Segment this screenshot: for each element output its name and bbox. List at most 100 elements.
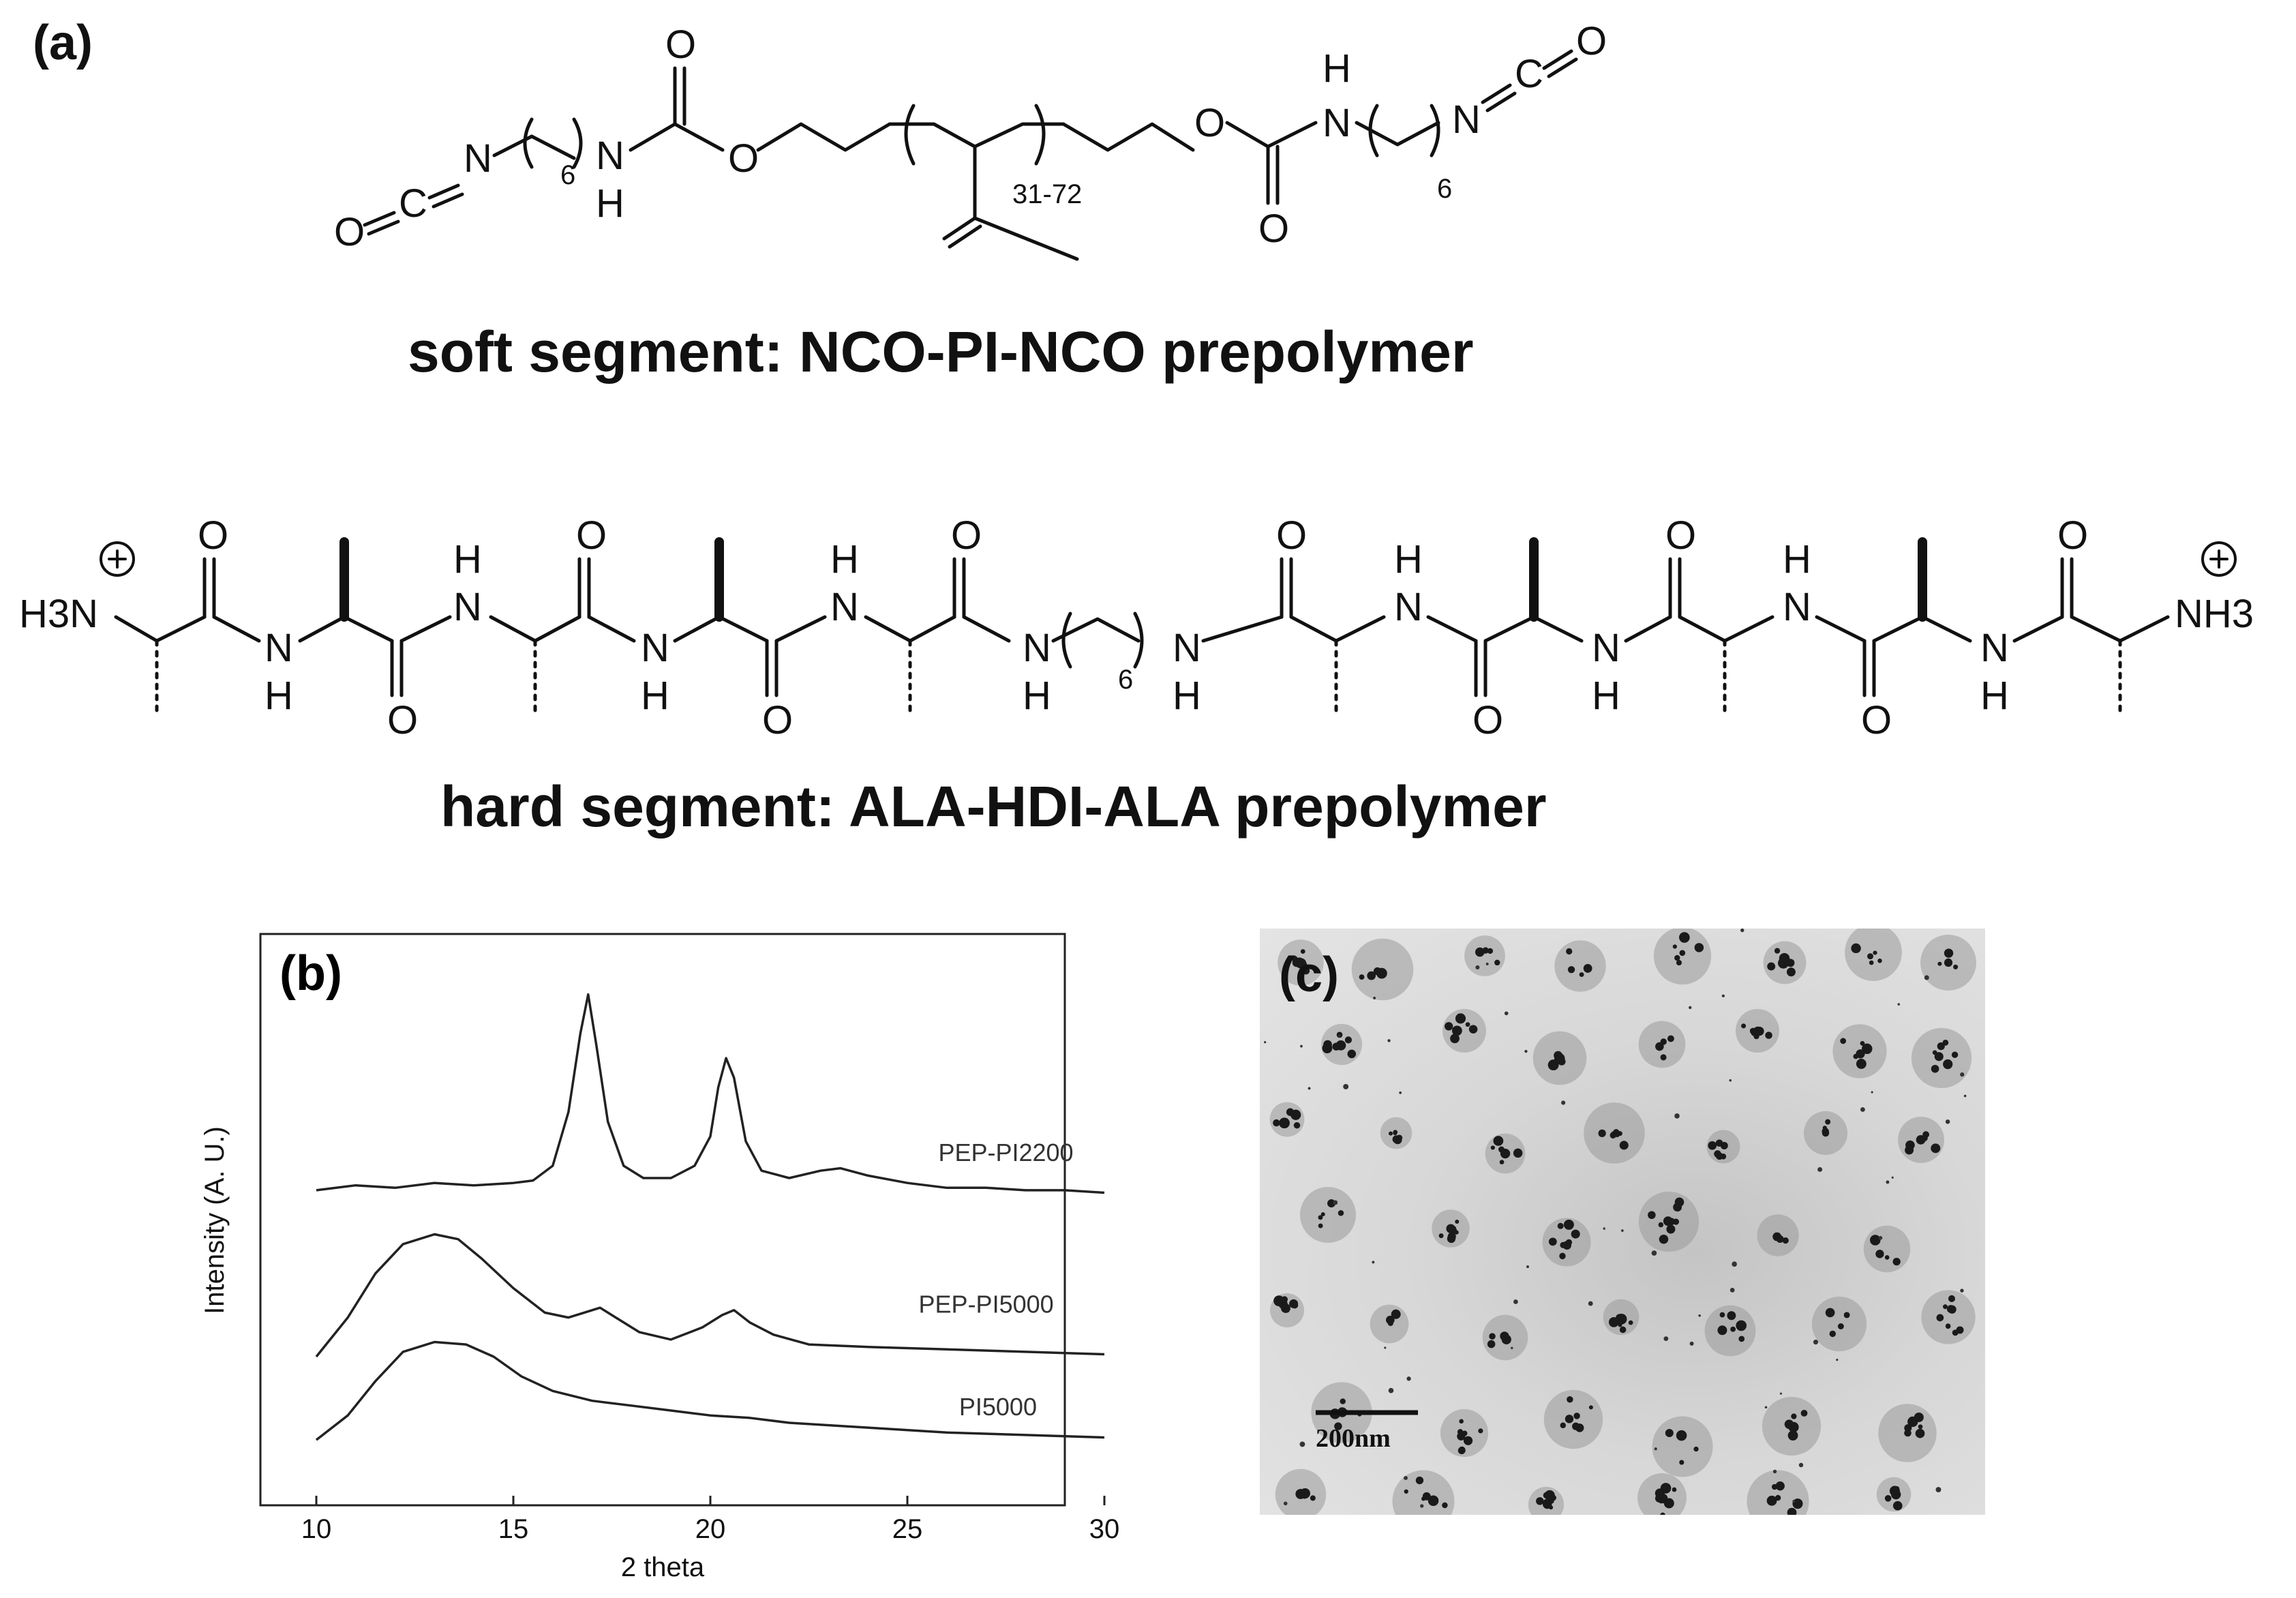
micelle-core-dot — [1951, 1051, 1959, 1058]
micelle-core-dot — [1717, 1325, 1727, 1336]
xrd-series-line-pi5000 — [315, 1340, 1105, 1441]
micelle-core-dot — [1393, 1135, 1402, 1145]
background-speck — [1654, 1447, 1657, 1451]
micelle-core-dot — [1502, 1337, 1507, 1342]
xrd-series-label-pep-pi5000: PEP-PI5000 — [919, 1290, 1054, 1318]
hard-n-6: N — [1173, 626, 1201, 670]
background-speck — [1772, 1469, 1777, 1474]
micelle-particle — [1464, 935, 1505, 976]
background-speck — [1621, 1229, 1624, 1232]
micelle-core-dot — [1468, 1025, 1478, 1034]
micelle-core-dot — [1673, 1203, 1682, 1212]
hard-n-4: N — [830, 585, 859, 629]
soft-right-oxygen: O — [1576, 19, 1607, 63]
hard-n-7: N — [1394, 585, 1423, 629]
background-speck — [1729, 1079, 1732, 1082]
micelle-core-dot — [1948, 1295, 1956, 1302]
micelle-core-dot — [1387, 1319, 1393, 1325]
micelle-core-dot — [1660, 1512, 1665, 1515]
micelle-core-dot — [1457, 1447, 1466, 1455]
background-speck — [1511, 1346, 1513, 1350]
background-speck — [1729, 1287, 1735, 1293]
micelle-core-dot — [1948, 1305, 1957, 1314]
micelle-core-dot — [1295, 1489, 1306, 1499]
micelle-core-dot — [1766, 1495, 1777, 1506]
hard-h-4: H — [830, 537, 859, 582]
micelle-core-dot — [1286, 1108, 1295, 1116]
hard-h-2: H — [453, 537, 482, 582]
micelle-core-dot — [1672, 1487, 1677, 1492]
micelle-core-dot — [1344, 1036, 1353, 1044]
hard-segment-caption: hard segment: ALA-HDI-ALA prepolymer — [440, 774, 1547, 839]
micelle-core-dot — [1918, 1424, 1923, 1430]
background-speck — [1603, 1227, 1605, 1230]
micelle-core-dot — [1943, 1059, 1953, 1070]
micelle-core-dot — [1786, 967, 1796, 977]
micelle-core-dot — [1565, 1415, 1574, 1423]
micelle-core-dot — [1279, 1117, 1290, 1129]
micelle-core-dot — [1853, 1053, 1859, 1059]
hard-n-1: N — [265, 626, 293, 670]
soft-left-repeat: 6 — [560, 160, 575, 190]
hard-o-2: O — [387, 698, 418, 742]
micelle-core-dot — [1660, 1483, 1672, 1494]
micelle-core-dot — [1674, 954, 1680, 961]
xrd-series-label-pi5000: PI5000 — [959, 1393, 1037, 1421]
micelle-core-dot — [1463, 1436, 1473, 1445]
micelle-core-dot — [1778, 958, 1788, 968]
background-speck — [1388, 1387, 1394, 1393]
soft-right-ester-o: O — [1194, 101, 1225, 145]
micelle-core-dot — [1459, 1419, 1464, 1424]
micelle-core-dot — [1659, 1234, 1669, 1244]
micelle-core-dot — [1822, 1126, 1827, 1130]
micelle-core-dot — [1873, 950, 1877, 955]
micelle-particle — [1653, 929, 1712, 985]
micelle-core-dot — [1478, 1428, 1483, 1434]
micelle-particle — [1300, 1187, 1356, 1243]
soft-segment-structure: O C N 6 N H O O 31-72 O O H N 6 N C O — [334, 19, 1607, 261]
micelle-core-dot — [1843, 1312, 1850, 1318]
micelle-core-dot — [1825, 1119, 1831, 1125]
background-speck — [1264, 1041, 1267, 1044]
soft-carbamate-h: H — [596, 181, 624, 226]
soft-segment-caption: soft segment: NCO-PI-NCO prepolymer — [408, 320, 1474, 384]
micelle-core-dot — [1655, 1042, 1664, 1051]
micelle-core-dot — [1785, 958, 1791, 963]
micelle-core-dot — [1579, 972, 1584, 978]
background-speck — [1886, 1180, 1890, 1184]
micelle-core-dot — [1944, 958, 1953, 967]
background-speck — [1963, 1094, 1967, 1098]
hard-o-9: O — [1861, 698, 1892, 742]
micelle-core-dot — [1475, 947, 1485, 957]
micelle-core-dot — [1554, 1053, 1565, 1064]
micelle-core-dot — [1320, 1212, 1325, 1217]
micelle-core-dot — [1934, 1052, 1944, 1061]
hard-o-6: O — [1276, 513, 1307, 558]
background-speck — [1504, 1011, 1509, 1016]
micelle-core-dot — [1462, 1430, 1468, 1436]
background-speck — [1588, 1301, 1593, 1306]
micelle-core-dot — [1566, 948, 1573, 955]
background-speck — [1299, 1441, 1305, 1447]
hard-o-3: O — [576, 513, 607, 558]
micelle-core-dot — [1905, 1145, 1914, 1155]
micelle-core-dot — [1322, 1043, 1333, 1054]
micelle-core-dot — [1628, 1320, 1633, 1325]
background-speck — [1674, 1113, 1680, 1119]
micelle-core-dot — [1428, 1495, 1439, 1506]
hard-segment-structure: H3N O N H O H N O N H O H N O N H 6 N H … — [19, 513, 2254, 742]
background-speck — [1935, 1487, 1942, 1493]
hard-n-8: N — [1592, 626, 1620, 670]
hard-h-6: H — [1173, 674, 1201, 718]
micelle-core-dot — [1289, 1299, 1299, 1308]
soft-right-n: N — [1452, 97, 1481, 142]
micelle-core-dot — [1563, 1219, 1574, 1230]
background-speck — [1924, 975, 1929, 980]
scale-bar-label: 200nm — [1316, 1424, 1391, 1453]
background-speck — [1878, 1236, 1883, 1240]
soft-left-n: N — [464, 136, 492, 181]
background-speck — [1779, 1392, 1783, 1395]
background-speck — [1732, 1261, 1737, 1267]
micelle-core-dot — [1694, 943, 1704, 952]
micelle-core-dot — [1870, 1235, 1881, 1246]
